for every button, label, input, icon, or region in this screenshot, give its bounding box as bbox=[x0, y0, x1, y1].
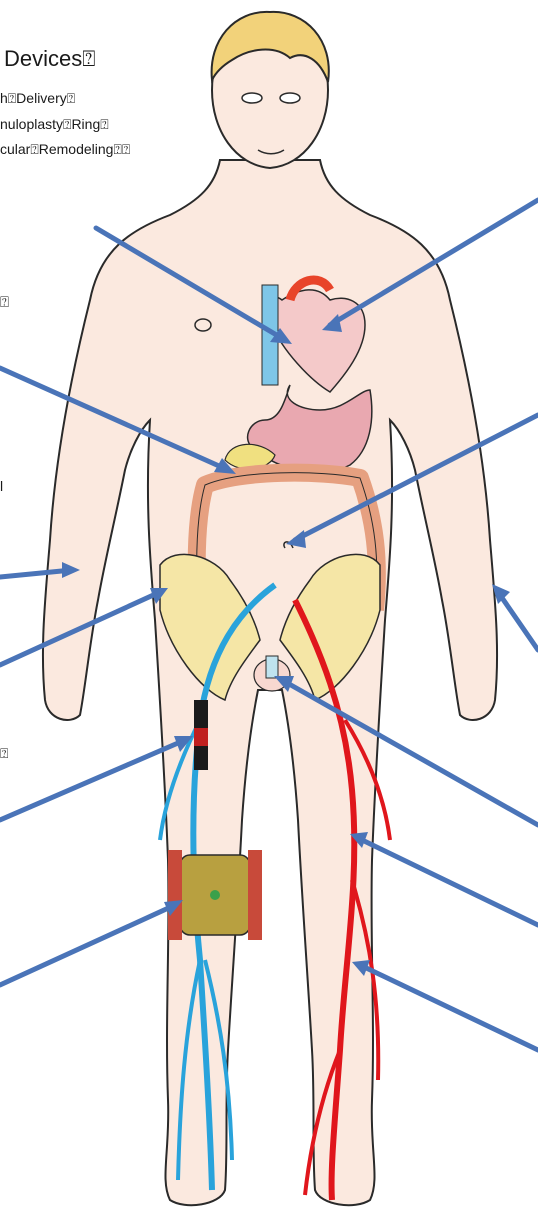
cropped-heading bbox=[108, 0, 538, 10]
left-eye bbox=[242, 93, 262, 103]
knee-muscle-right bbox=[248, 850, 262, 940]
arrow-artery-1 bbox=[358, 838, 538, 925]
arrow-arm-right bbox=[498, 592, 538, 650]
arrow-vein bbox=[0, 740, 185, 820]
devices-label: Devices⍰ bbox=[4, 46, 95, 72]
marker-2: l bbox=[0, 478, 3, 494]
knee-muscle-left bbox=[168, 850, 182, 940]
arrow-knee bbox=[0, 905, 175, 985]
arrow-artery-2 bbox=[360, 965, 538, 1050]
delivery-label: h⍰Delivery⍰ bbox=[0, 90, 75, 107]
right-eye bbox=[280, 93, 300, 103]
bladder-device bbox=[266, 656, 278, 678]
remodeling-label: cular⍰Remodeling⍰⍰ bbox=[0, 141, 130, 158]
marker-1: ⍰ bbox=[0, 294, 9, 311]
marker-3: ⍰ bbox=[0, 745, 8, 762]
knee-implant bbox=[210, 890, 220, 900]
vein-stent-red bbox=[194, 728, 208, 746]
annuloplasty-ring-label: nuloplasty⍰Ring⍰ bbox=[0, 116, 109, 133]
